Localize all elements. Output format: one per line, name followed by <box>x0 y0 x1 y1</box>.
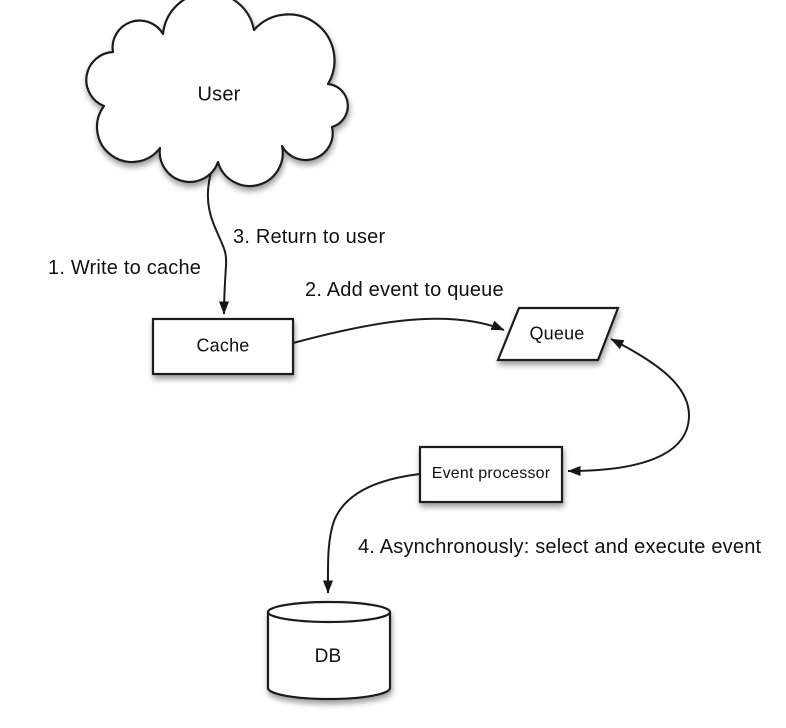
db-label: DB <box>314 646 342 667</box>
queue-parallelogram <box>496 306 620 362</box>
step-label-return-to-user: 3. Return to user <box>233 226 386 248</box>
user-label: User <box>197 83 241 106</box>
queue-processor-double-arrow <box>567 338 691 476</box>
db-cylinder <box>266 600 392 701</box>
queue-label: Queue <box>529 323 585 344</box>
processor-db-arrow <box>322 473 421 594</box>
step-label-add-event-to-queue: 2. Add event to queue <box>305 279 504 301</box>
event-processor-label: Event processor <box>431 465 551 482</box>
step-label-async-execute: 4. Asynchronously: select and execute ev… <box>358 536 762 558</box>
user-cache-arrow <box>206 163 230 315</box>
event-processor-box <box>418 445 564 504</box>
cache-label: Cache <box>196 335 250 356</box>
step-label-write-to-cache: 1. Write to cache <box>48 257 202 279</box>
cache-queue-arrow <box>292 317 505 344</box>
user-cloud <box>85 0 349 188</box>
cache-box <box>151 317 295 376</box>
